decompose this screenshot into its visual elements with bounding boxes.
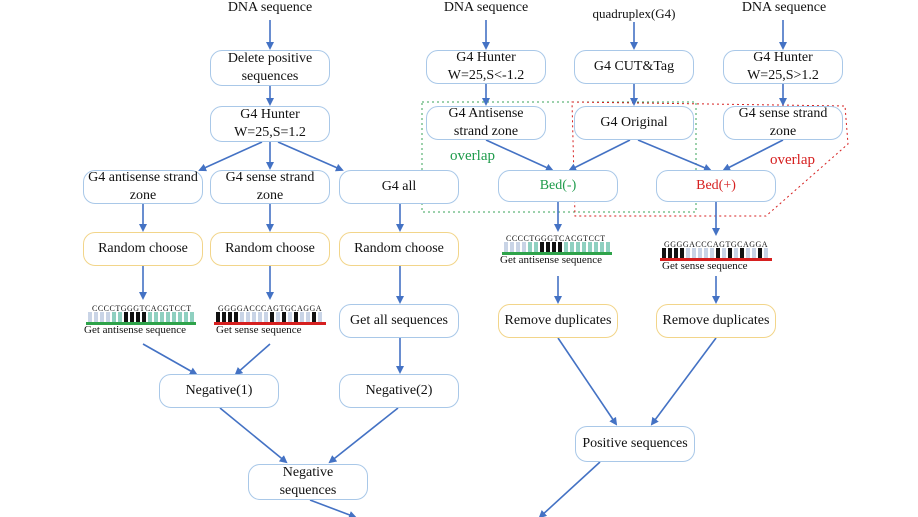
sequence-caption: Get antisense sequence — [84, 324, 187, 336]
g4-sense-zone-node[interactable]: G4 sense strand zone — [210, 170, 330, 204]
sequence-bars — [214, 312, 326, 325]
overlap-label-red: overlap — [770, 152, 815, 168]
arrow-remove2-positive — [650, 337, 717, 426]
quadruplex-label: quadruplex(G4) — [592, 6, 676, 21]
g4-hunter-positive-node[interactable]: G4 Hunter W=25,S>1.2 — [723, 50, 843, 84]
sequence-caption: Get sense sequence — [216, 324, 302, 336]
g4-antisense-zone-node[interactable]: G4 antisense strand zone — [83, 170, 203, 204]
sequence-bars — [502, 242, 612, 255]
arrow-negative-down — [309, 499, 357, 517]
left-sense-sequence: GGGGACCCAGTGCAGGA Get sense sequence — [208, 302, 336, 342]
random-choose-node-3[interactable]: Random choose — [339, 232, 459, 266]
g4-original-node[interactable]: G4 Original — [574, 106, 694, 140]
g4-sense-zone-node-right[interactable]: G4 sense strand zone — [723, 106, 843, 140]
left-antisense-sequence: CCCCTGGGTCACGTCCT Get antisense sequence — [78, 302, 206, 342]
left-dna-sequence-label: DNA sequence — [227, 0, 313, 15]
get-all-sequences-node[interactable]: Get all sequences — [339, 304, 459, 338]
arrow-neg1-negative — [219, 407, 288, 464]
sequence-caption: Get antisense sequence — [500, 254, 603, 266]
bed-minus-node[interactable]: Bed(-) — [498, 170, 618, 202]
arrow-hunter-all — [277, 141, 344, 172]
arrow-neg2-negative — [328, 407, 399, 464]
sequence-letters: CCCCTGGGTCACGTCCT — [92, 304, 192, 313]
remove-duplicates-node-2[interactable]: Remove duplicates — [656, 304, 776, 338]
right-dna-sequence-label-2: DNA sequence — [741, 0, 827, 15]
sequence-letters: CCCCTGGGTCACGTCCT — [506, 234, 606, 243]
g4-cut-tag-node[interactable]: G4 CUT&Tag — [574, 50, 694, 84]
negative-2-node[interactable]: Negative(2) — [339, 374, 459, 408]
right-dna-sequence-label-1: DNA sequence — [443, 0, 529, 15]
negative-sequences-node[interactable]: Negative sequences — [248, 464, 368, 500]
sequence-letters: GGGGACCCAGTGCAGGA — [664, 240, 769, 249]
sequence-bars — [86, 312, 196, 325]
g4-hunter-node[interactable]: G4 Hunter W=25,S=1.2 — [210, 106, 330, 142]
negative-1-node[interactable]: Negative(1) — [159, 374, 279, 408]
g4-all-node[interactable]: G4 all — [339, 170, 459, 204]
remove-duplicates-node-1[interactable]: Remove duplicates — [498, 304, 618, 338]
delete-positive-node[interactable]: Delete positive sequences — [210, 50, 330, 86]
arrow-remove1-positive — [557, 337, 618, 426]
positive-sequences-node[interactable]: Positive sequences — [575, 426, 695, 462]
sequence-bars — [660, 248, 772, 261]
bed-plus-node[interactable]: Bed(+) — [656, 170, 776, 202]
g4-antisense-zone-node-right[interactable]: G4 Antisense strand zone — [426, 106, 546, 140]
g4-hunter-negative-node[interactable]: G4 Hunter W=25,S<-1.2 — [426, 50, 546, 84]
arrow-antiseq-neg1 — [142, 343, 198, 375]
arrow-antisense-bedminus — [485, 139, 554, 172]
random-choose-node-1[interactable]: Random choose — [83, 232, 203, 266]
random-choose-node-2[interactable]: Random choose — [210, 232, 330, 266]
arrow-sense-bedplus — [722, 139, 784, 171]
right-antisense-sequence: CCCCTGGGTCACGTCCT Get antisense sequence — [494, 232, 622, 272]
overlap-label-green: overlap — [450, 148, 495, 164]
arrow-original-bedminus — [568, 139, 631, 171]
arrow-original-bedplus — [637, 139, 712, 172]
arrow-senseseq-neg1 — [234, 343, 271, 376]
arrow-positive-down — [538, 461, 601, 517]
arrow-hunter-antisense — [198, 141, 263, 172]
sequence-letters: GGGGACCCAGTGCAGGA — [218, 304, 323, 313]
sequence-caption: Get sense sequence — [662, 260, 748, 272]
right-sense-sequence: GGGGACCCAGTGCAGGA Get sense sequence — [654, 238, 782, 278]
overlap-zone-green — [421, 101, 697, 213]
